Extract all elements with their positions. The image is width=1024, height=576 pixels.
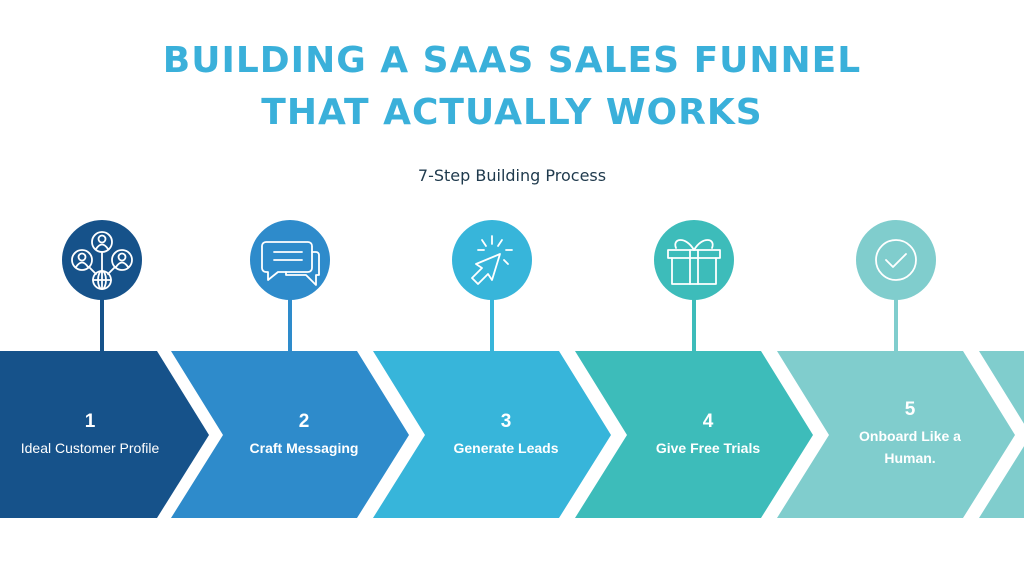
step-number: 1 bbox=[84, 411, 96, 432]
step-title: Generate Leads bbox=[453, 440, 559, 456]
title-line-1: BUILDING A SAAS SALES FUNNEL bbox=[162, 40, 862, 81]
chevron-step-3 bbox=[373, 351, 611, 518]
connector-stem bbox=[894, 290, 898, 352]
step-icon-circle bbox=[452, 220, 532, 300]
check-circle-icon bbox=[875, 239, 917, 281]
step-number: 2 bbox=[298, 411, 310, 432]
step-title: Onboard Like a Human. bbox=[859, 428, 961, 466]
step-number: 4 bbox=[702, 411, 714, 432]
chevron-step-6 bbox=[979, 351, 1024, 518]
subtitle: 7-Step Building Process bbox=[417, 166, 607, 185]
connector-stem bbox=[288, 290, 292, 352]
people-network-icon bbox=[71, 231, 133, 290]
chevron-step-1 bbox=[0, 351, 209, 518]
step-icon-circle bbox=[654, 220, 734, 300]
step-title: Ideal Customer Profile bbox=[20, 440, 160, 456]
step-number: 5 bbox=[904, 399, 916, 420]
step-title: Craft Messaging bbox=[249, 440, 359, 456]
step-icon-circle bbox=[856, 220, 936, 300]
cursor-click-icon bbox=[471, 235, 513, 285]
chevron-step-2 bbox=[171, 351, 409, 518]
connector-stem bbox=[490, 290, 494, 352]
connector-stem bbox=[100, 290, 104, 352]
step-number: 3 bbox=[500, 411, 512, 432]
chevron-step-5 bbox=[777, 351, 1015, 518]
title-line-2: THAT ACTUALLY WORKS bbox=[261, 92, 763, 133]
chat-bubbles-icon bbox=[261, 241, 320, 286]
step-title: Give Free Trials bbox=[655, 440, 761, 456]
chevron-step-4 bbox=[575, 351, 813, 518]
connector-stem bbox=[692, 290, 696, 352]
gift-icon bbox=[667, 239, 721, 285]
